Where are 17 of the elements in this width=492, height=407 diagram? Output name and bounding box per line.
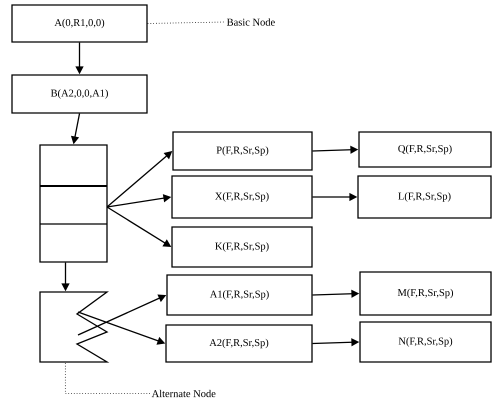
leader-line <box>147 22 226 24</box>
node-box: A(0,R1,0,0) <box>11 4 148 43</box>
node-box: B(A2,0,0,A1) <box>11 74 148 114</box>
node-box: M(F,R,Sr,Sp) <box>359 271 492 316</box>
node-box: N(F,R,Sr,Sp) <box>359 321 492 363</box>
stacked-box <box>39 144 108 263</box>
node-box: A1(F,R,Sr,Sp) <box>166 274 313 316</box>
leader-line <box>64 362 150 394</box>
node-box: L(F,R,Sr,Sp) <box>357 175 492 219</box>
label-text: Alternate Node <box>152 390 216 398</box>
label-text: Basic Node <box>226 18 275 26</box>
node-box: K(F,R,Sr,Sp) <box>171 226 313 268</box>
zigzag-shape <box>39 291 110 363</box>
node-box: A2(F,R,Sr,Sp) <box>165 324 313 363</box>
node-box: Q(F,R,Sr,Sp) <box>358 131 492 168</box>
node-box: P(F,R,Sr,Sp) <box>172 131 313 171</box>
node-box: X(F,R,Sr,Sp) <box>171 175 313 219</box>
